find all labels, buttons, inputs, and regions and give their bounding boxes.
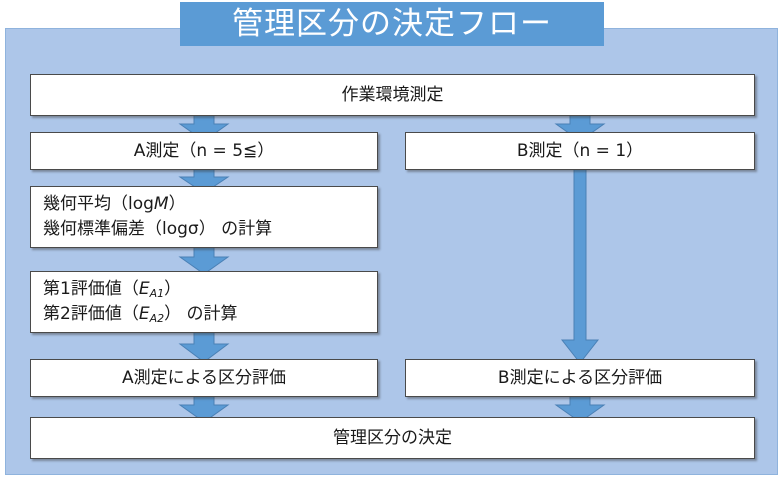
- subscript-a1: A1: [149, 287, 165, 301]
- node-a-measurement-label: A測定（n = 5≦）: [133, 140, 275, 161]
- node-geometric-calculation-label: 幾何平均（logM）幾何標準偏差（logσ） の計算: [43, 194, 273, 239]
- node-evaluation-calculation-label: 第1評価値（EA1）第2評価値（EA2） の計算: [43, 279, 238, 325]
- node-b-classification[interactable]: B測定による区分評価: [405, 359, 755, 397]
- italic-variable-e1: E: [138, 279, 150, 300]
- node-final-decision-label: 管理区分の決定: [333, 427, 452, 448]
- node-b-classification-label: B測定による区分評価: [497, 367, 663, 388]
- node-evaluation-calculation[interactable]: 第1評価値（EA1）第2評価値（EA2） の計算: [30, 271, 378, 333]
- node-final-decision[interactable]: 管理区分の決定: [30, 417, 755, 459]
- node-b-measurement[interactable]: B測定（n = 1）: [405, 132, 755, 170]
- subscript-a2: A2: [149, 312, 165, 325]
- node-a-classification[interactable]: A測定による区分評価: [30, 359, 378, 397]
- node-geometric-calculation[interactable]: 幾何平均（logM）幾何標準偏差（logσ） の計算: [30, 186, 378, 248]
- arrow-evaluation-to-a-classification: [176, 328, 232, 363]
- node-a-classification-label: A測定による区分評価: [121, 367, 287, 388]
- italic-variable-m: M: [153, 194, 169, 215]
- italic-variable-e2: E: [138, 304, 150, 324]
- diagram-title-banner: 管理区分の決定フロー: [180, 2, 604, 46]
- node-measurement-label: 作業環境測定: [341, 84, 444, 105]
- node-b-measurement-label: B測定（n = 1）: [516, 140, 644, 161]
- page-title: 管理区分の決定フロー: [232, 5, 552, 42]
- node-a-measurement[interactable]: A測定（n = 5≦）: [30, 132, 378, 170]
- node-measurement[interactable]: 作業環境測定: [30, 74, 755, 116]
- arrow-b-measurement-to-b-classification: [558, 164, 602, 364]
